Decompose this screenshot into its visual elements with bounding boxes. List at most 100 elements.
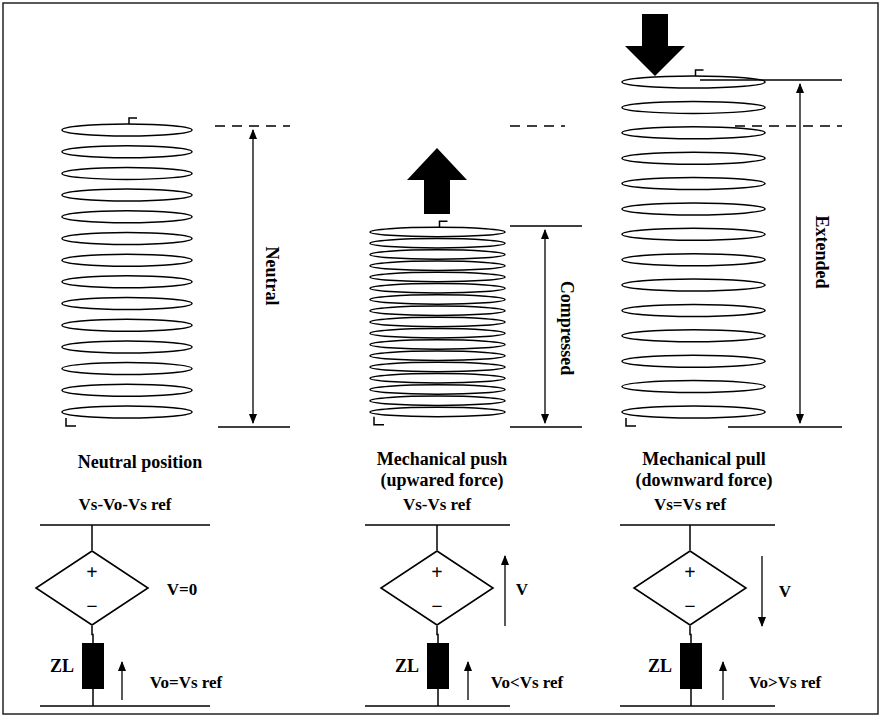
spring-coil: [62, 211, 192, 223]
polarity-sign: −: [684, 596, 695, 616]
base-line: [218, 426, 290, 428]
dimension-label: Extended: [812, 215, 833, 288]
spring-coil: [622, 254, 765, 266]
spring-coil: [370, 306, 505, 315]
spring-coil: [622, 228, 765, 240]
ground-rail: [620, 705, 775, 707]
spring-coil: [370, 396, 505, 405]
spring-coil: [622, 381, 765, 393]
base-line: [510, 426, 582, 428]
spring-end: [696, 70, 704, 76]
top-line: [700, 79, 842, 81]
spring-end: [66, 418, 76, 426]
load-impedance: ZL: [427, 643, 449, 689]
wire: [690, 689, 692, 706]
spring-coil: [622, 406, 765, 418]
voltage-arrow: [467, 662, 468, 700]
reference-line: [735, 125, 842, 127]
spring-coil: [62, 167, 192, 179]
voltage-label: V: [779, 582, 791, 602]
component-label: ZL: [50, 657, 74, 675]
dependent-source: +−: [35, 550, 149, 626]
spring-coil: [622, 101, 765, 113]
diamond-shape: [634, 551, 746, 625]
spring-coil: [622, 279, 765, 291]
reference-line: [215, 125, 290, 127]
dependent-source: +−: [380, 550, 494, 626]
frame: [3, 3, 878, 714]
spring: [62, 118, 192, 426]
spring-coil: [370, 261, 505, 270]
spring-coil: [370, 317, 505, 326]
spring-coil: [62, 384, 192, 396]
voltage-label: Vo=Vs ref: [150, 673, 223, 693]
spring-coil: [62, 232, 192, 244]
spring-coil: [62, 363, 192, 375]
spring-coil: [622, 355, 765, 367]
wire: [92, 626, 93, 643]
polarity-sign: −: [86, 596, 97, 616]
spring-coil: [370, 329, 505, 338]
voltage-label: Vs-Vs ref: [403, 495, 471, 515]
voltage-arrow: [121, 662, 122, 700]
spring-coil: [370, 227, 505, 236]
wire: [437, 689, 439, 706]
state-caption: Neutral position: [78, 452, 203, 473]
pull-arrow: [625, 14, 685, 76]
dimension-arrow: [252, 130, 253, 423]
voltage-label: Vo<Vs ref: [491, 673, 564, 693]
spring-coil: [370, 385, 505, 394]
spring-coil: [622, 304, 765, 316]
springs: [62, 70, 765, 426]
polarity-sign: +: [86, 562, 97, 582]
polarity-sign: −: [431, 596, 442, 616]
state-caption: Mechanical push (upwared force): [352, 449, 532, 490]
load-impedance: ZL: [680, 643, 702, 689]
spring-coil: [62, 146, 192, 158]
dimension-label: Neutral: [262, 247, 283, 306]
spring-coil: [622, 330, 765, 342]
spring-coil: [62, 276, 192, 288]
top-line: [510, 225, 582, 227]
voltage-arrow: [722, 662, 723, 700]
voltage-label: V=0: [167, 580, 197, 600]
voltage-label: Vo>Vs ref: [749, 673, 822, 693]
voltage-arrow: [761, 556, 762, 626]
push-arrow: [407, 148, 467, 214]
spring: [370, 221, 505, 424]
dimension-arrow: [799, 84, 800, 423]
wire: [92, 689, 94, 706]
dependent-source: +−: [633, 550, 747, 626]
spring-coil: [622, 152, 765, 164]
spring-coil: [622, 76, 765, 88]
diamond-shape: [36, 551, 148, 625]
wire: [436, 525, 438, 550]
spring-end: [626, 418, 636, 426]
base-line: [728, 426, 842, 428]
spring-end: [129, 118, 137, 124]
spring-coil: [62, 189, 192, 201]
spring-coil: [622, 178, 765, 190]
wire: [437, 626, 438, 643]
polarity-sign: +: [431, 562, 442, 582]
wire: [689, 525, 691, 550]
voltage-label: Vs=Vs ref: [654, 495, 726, 515]
spring-coil: [370, 295, 505, 304]
spring-coil: [622, 127, 765, 139]
spring: [622, 70, 765, 426]
dimension-label: Compressed: [557, 281, 578, 376]
voltage-label: Vs-Vo-Vs ref: [78, 495, 171, 515]
spring-coil: [370, 362, 505, 371]
diamond-shape: [381, 551, 493, 625]
wire: [690, 626, 691, 643]
spring-coil: [622, 203, 765, 215]
spring-coil: [62, 341, 192, 353]
spring-coil: [370, 340, 505, 349]
wire: [91, 525, 93, 550]
spring-coil: [370, 351, 505, 360]
spring-coil: [370, 272, 505, 281]
state-caption: Mechanical pull (downward force): [609, 449, 799, 490]
voltage-label: V: [516, 580, 528, 600]
supply-rail: [620, 524, 775, 526]
